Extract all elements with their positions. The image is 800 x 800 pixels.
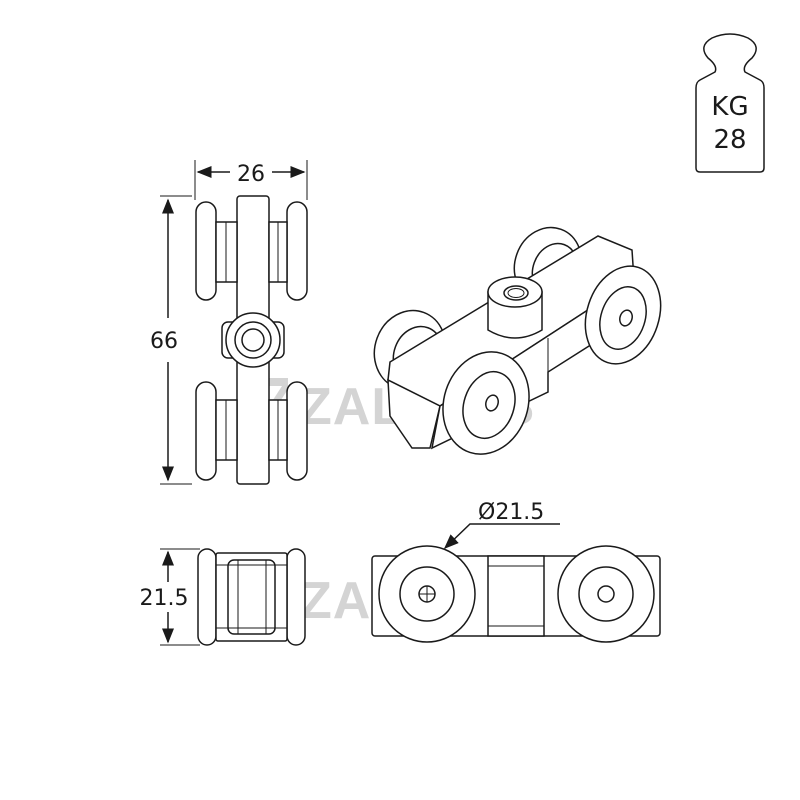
top-view: Ø21.5: [371, 500, 661, 643]
width-dimension-label: 26: [237, 162, 265, 187]
front-view: 26 66: [150, 160, 308, 485]
side-view: 21.5: [140, 548, 306, 646]
diameter-dimension-label: Ø21.5: [478, 500, 544, 525]
weight-icon: [695, 33, 765, 173]
diameter-leader-line: [443, 523, 560, 550]
isometric-view: [373, 226, 662, 455]
weight-value: 28: [713, 125, 746, 155]
depth-dimension-label: 21.5: [140, 586, 189, 611]
height-dimension-label: 66: [150, 329, 178, 354]
weight-badge: KG 28: [695, 33, 765, 173]
weight-unit: KG: [711, 92, 748, 122]
